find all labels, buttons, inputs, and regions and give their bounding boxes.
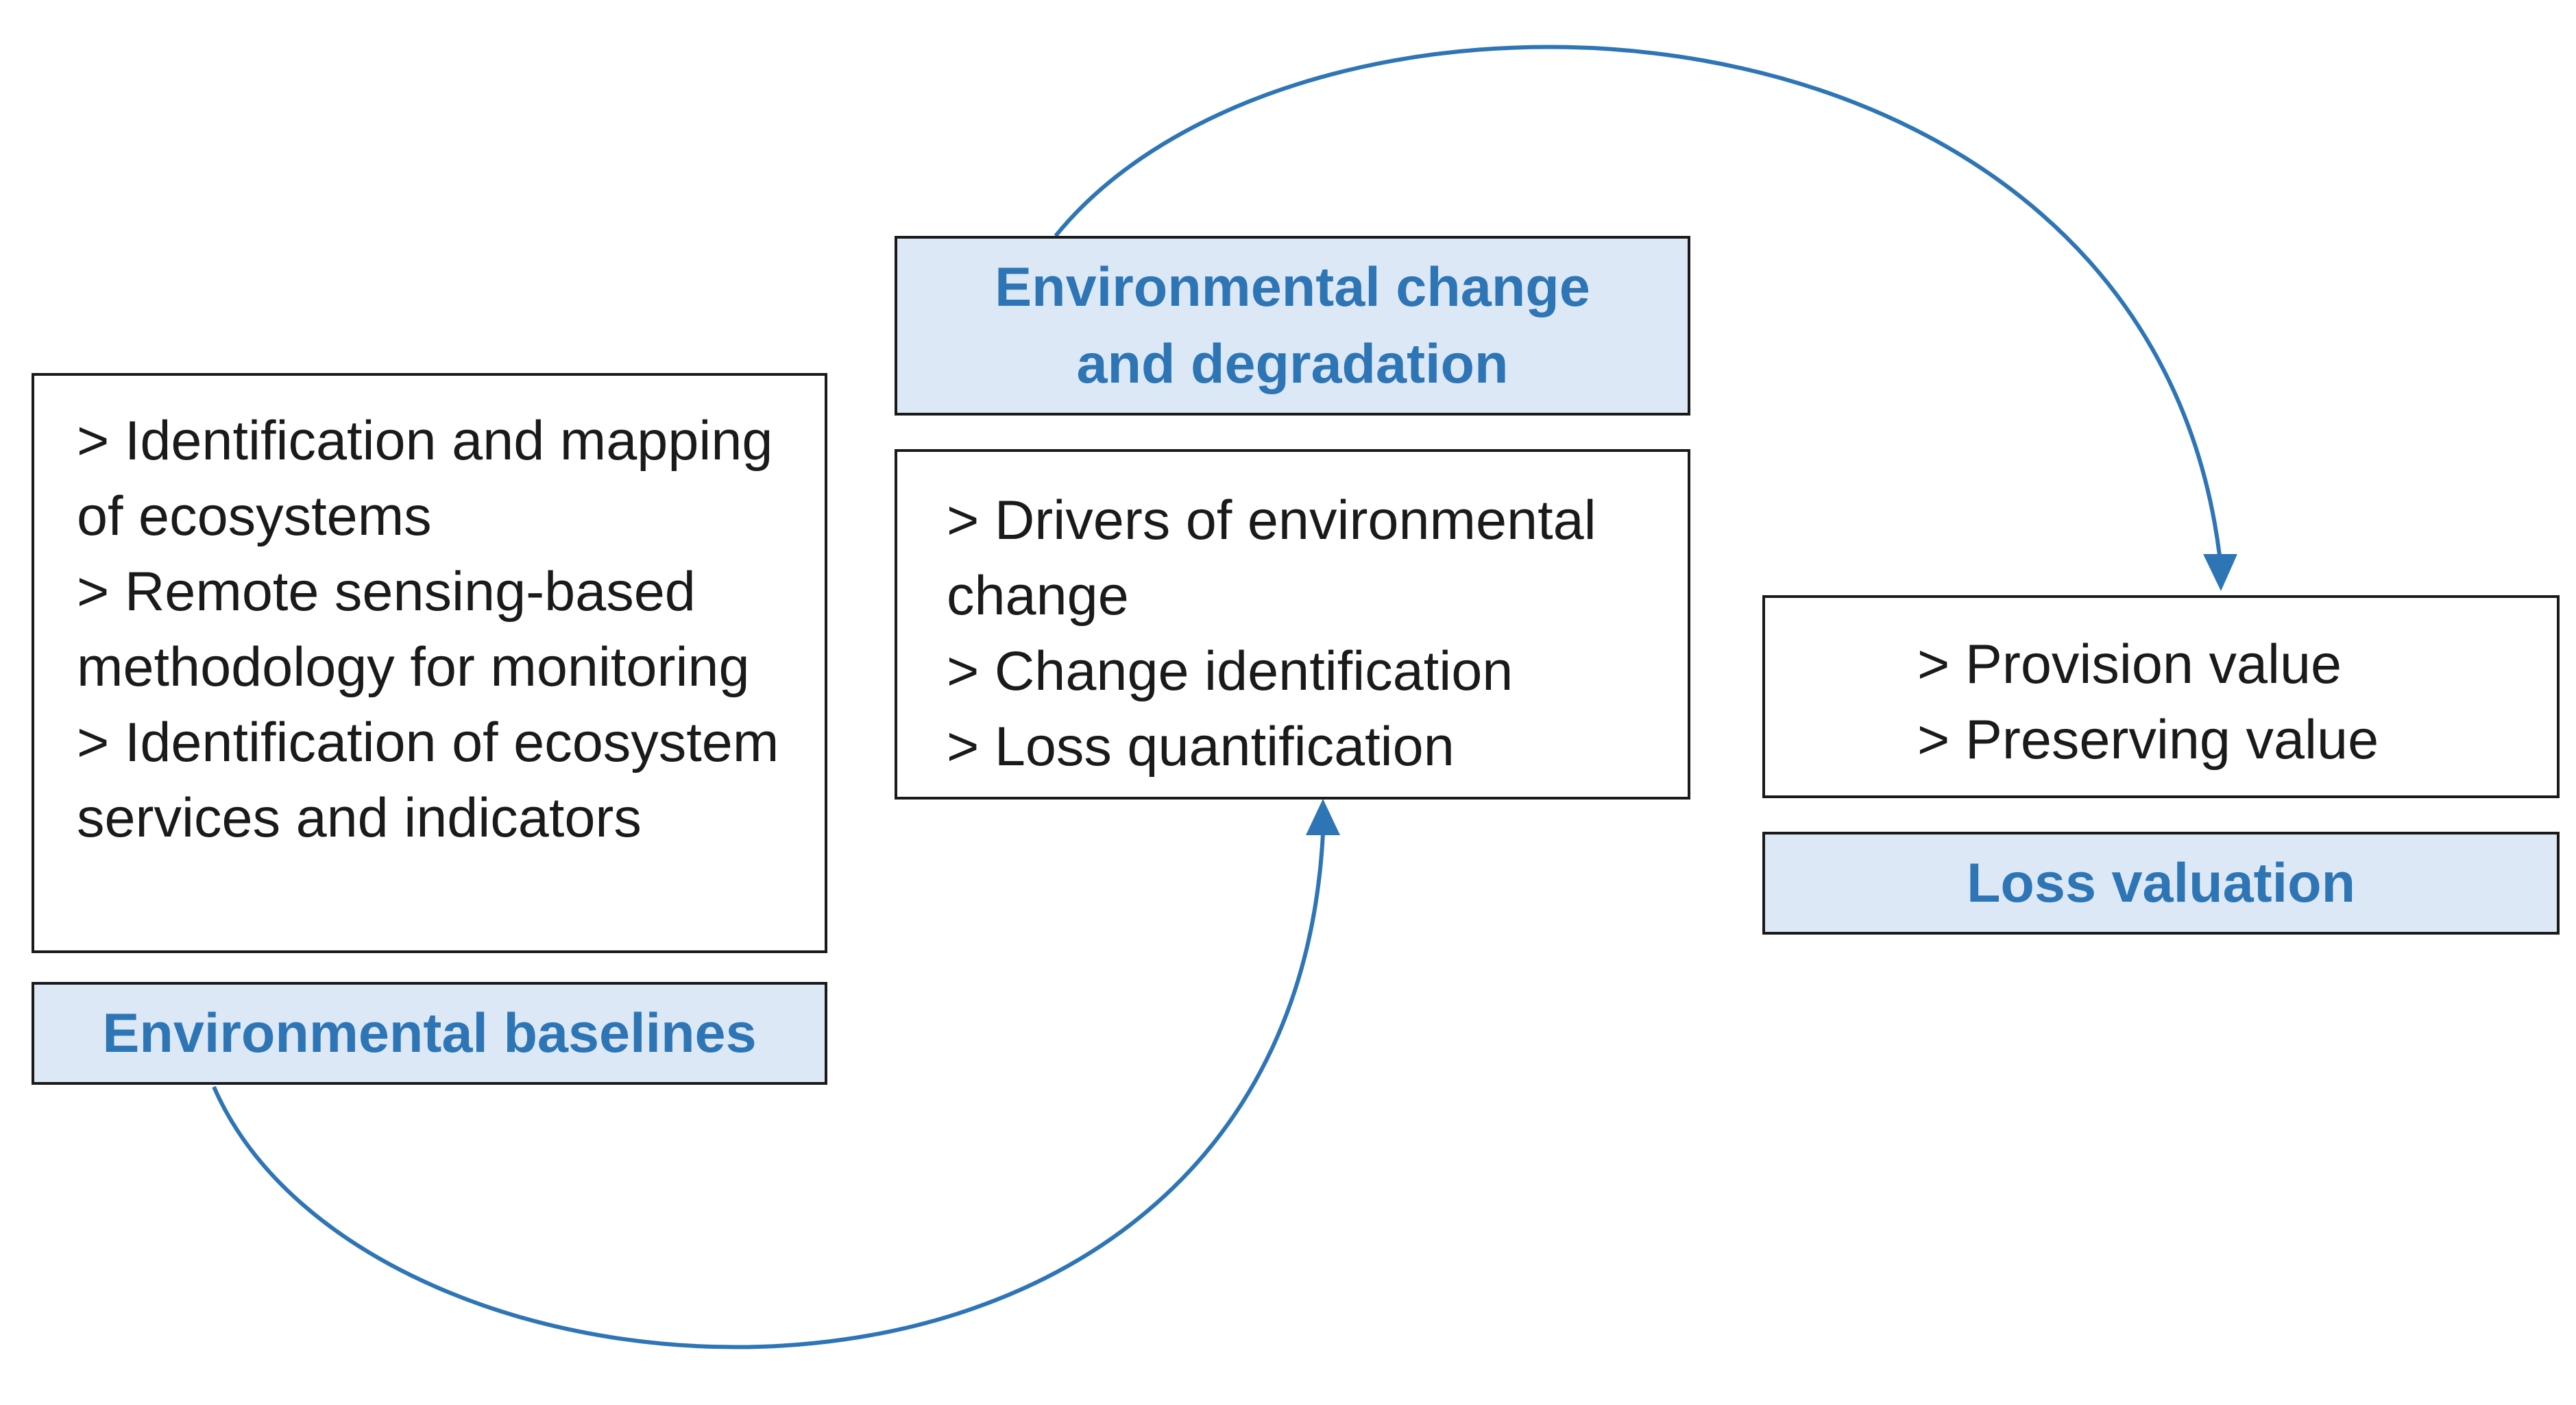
baselines-item: Remote sensing-based methodology for mon… [77, 554, 811, 705]
change-item: Change identification [947, 634, 1674, 709]
change-item: Loss quantification [947, 709, 1674, 784]
valuation-title: Loss valuation [1966, 852, 2356, 914]
baselines-title-box: Environmental baselines [32, 982, 827, 1085]
arrowhead-down [2203, 554, 2237, 591]
change-title-box: Environmental change and degradation [895, 236, 1690, 416]
change-item: Drivers of environmental change [947, 483, 1674, 634]
arrow-change-to-valuation [1054, 45, 2222, 556]
valuation-item-list: Provision value Preserving value [1917, 627, 2543, 778]
baselines-item: Identification of ecosystem services and… [77, 705, 811, 856]
change-title: Environmental change and degradation [995, 256, 1590, 395]
baselines-title: Environmental baselines [102, 1002, 757, 1064]
baselines-item: Identification and mapping of ecosystems [77, 403, 811, 554]
arrowhead-up [1306, 799, 1340, 835]
change-content-box: Drivers of environmental change Change i… [895, 449, 1690, 800]
valuation-item: Preserving value [1917, 702, 2543, 778]
arrow-baselines-to-change [212, 832, 1325, 1349]
change-item-list: Drivers of environmental change Change i… [947, 483, 1674, 784]
baselines-content-box: Identification and mapping of ecosystems… [32, 373, 827, 953]
valuation-item: Provision value [1917, 627, 2543, 702]
valuation-content-box: Provision value Preserving value [1762, 595, 2560, 798]
baselines-item-list: Identification and mapping of ecosystems… [77, 403, 811, 856]
valuation-title-box: Loss valuation [1762, 832, 2560, 935]
